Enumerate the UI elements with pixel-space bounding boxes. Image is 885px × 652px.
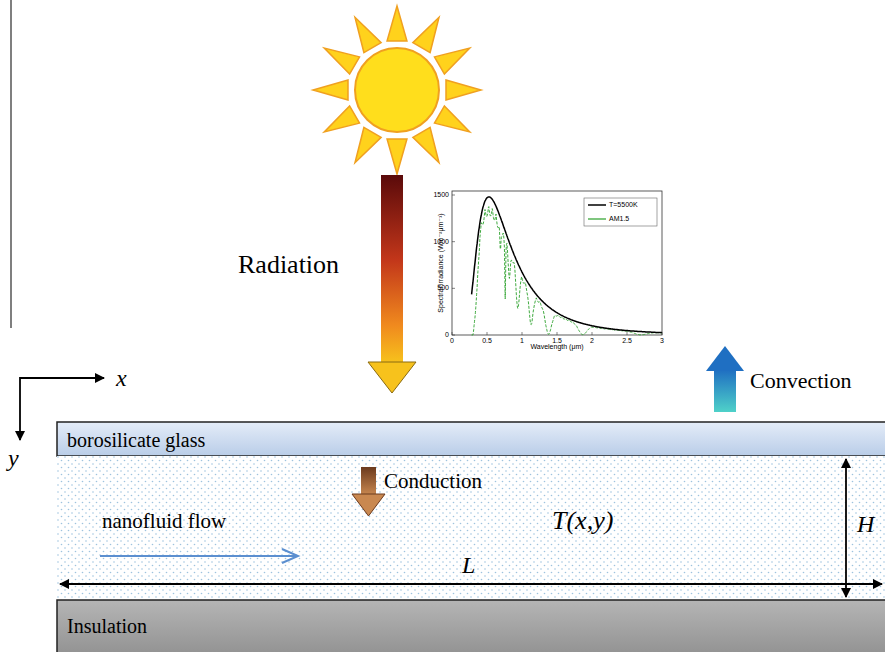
chart-axis-title: Spectral irradiance (Wm⁻²μm⁻¹): [437, 213, 444, 312]
tick-label: 2: [590, 337, 594, 344]
chart-axis-title: Wavelength (μm): [530, 343, 583, 350]
band-label: Insulation: [67, 616, 147, 636]
tick-label: 0.5: [482, 337, 492, 344]
temperature-label: T(x,y): [552, 508, 613, 534]
tick-label: 1: [520, 337, 524, 344]
band-label: borosilicate glass: [67, 430, 205, 450]
tick-label: 1.5: [552, 337, 562, 344]
tick-label: 0: [450, 337, 454, 344]
sun: [313, 6, 481, 174]
axis-label: y: [8, 446, 19, 470]
glass-band: borosilicate glass: [57, 422, 885, 456]
convection-label: Convection: [750, 370, 851, 392]
nanofluid-region: Conduction nanofluid flow T(x,y) H L: [57, 456, 885, 600]
flow-label: nanofluid flow: [102, 511, 226, 532]
tick-label: 2.5: [622, 337, 632, 344]
conduction-label: Conduction: [384, 471, 482, 492]
legend-text: AM1.5: [609, 215, 629, 222]
legend-text: T=5500K: [609, 201, 638, 208]
dimension-label: H: [857, 512, 874, 536]
radiation-label: Radiation: [238, 252, 339, 278]
tick-label: 1000: [433, 238, 449, 245]
dimension-label: L: [462, 553, 475, 577]
tick-label: 1500: [433, 191, 449, 198]
insulation-band: Insulation: [57, 600, 885, 652]
tick-label: 500: [437, 284, 449, 291]
tick-label: 0: [445, 331, 449, 338]
axis-label: x: [116, 366, 127, 390]
tick-label: 3: [660, 337, 664, 344]
